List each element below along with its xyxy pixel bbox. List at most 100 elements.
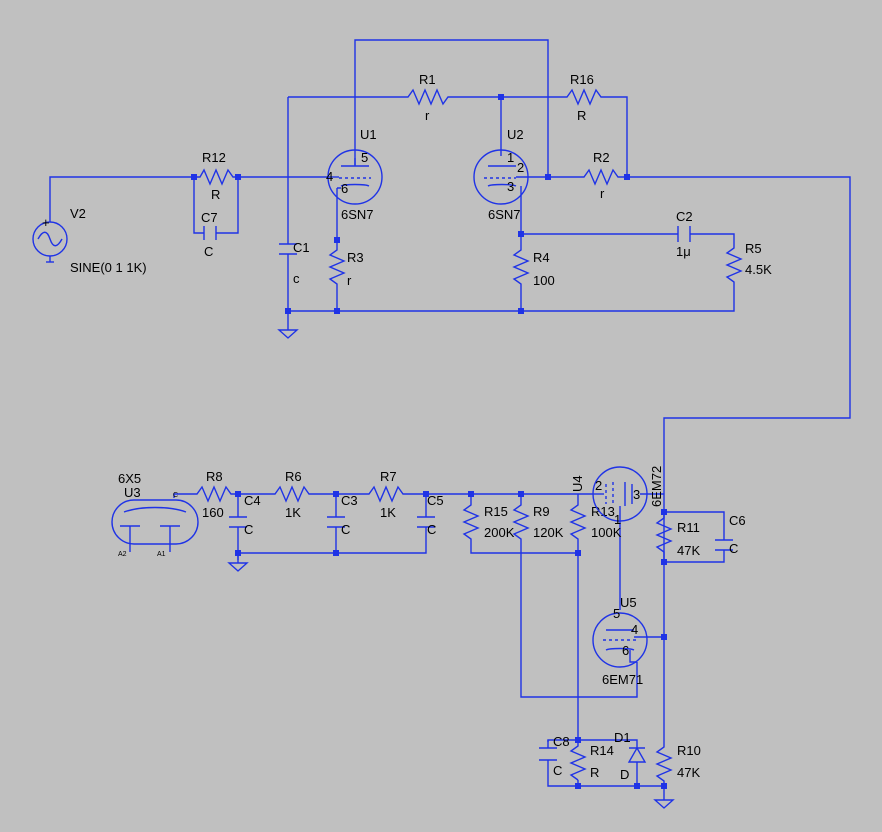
r11-resistor[interactable]: R11 47K: [655, 512, 700, 562]
r15-resistor[interactable]: R15 200K: [462, 500, 515, 545]
r10-value: 47K: [677, 765, 700, 780]
v2-value: SINE(0 1 1K): [70, 260, 147, 275]
u5-pin-5: 5: [613, 606, 620, 621]
c5-value: C: [427, 522, 436, 537]
r6-ref: R6: [285, 469, 302, 484]
u3-pin-a1: A1: [157, 551, 166, 558]
u4-pin-2: 2: [595, 478, 602, 493]
u4-pin-1: 1: [614, 512, 621, 527]
wire-bottom-gnd[interactable]: [577, 766, 665, 800]
r5-value: 4.5K: [745, 262, 772, 277]
u2-pin-2: 1: [507, 150, 514, 165]
r1-ref: R1: [419, 72, 436, 87]
r5-ref: R5: [745, 241, 762, 256]
wire-cap-rail[interactable]: [237, 494, 427, 560]
r10-ref: R10: [677, 743, 701, 758]
c6-value: C: [729, 541, 738, 556]
r8-resistor[interactable]: R8 160: [194, 469, 236, 520]
r1-resistor[interactable]: R1 r: [400, 72, 456, 123]
u5-value: 6EM71: [602, 672, 643, 687]
u3-tube[interactable]: 6X5 U3 C A2 A1: [111, 471, 199, 558]
r5-resistor[interactable]: R5 4.5K: [725, 241, 772, 287]
c6-capacitor[interactable]: C6 C: [715, 513, 746, 556]
wire-u3-out[interactable]: [173, 493, 194, 498]
r3-resistor[interactable]: R3 r: [328, 240, 364, 290]
u5-tube[interactable]: U5 5 4 6 6EM71: [592, 595, 648, 687]
r8-value: 160: [202, 505, 224, 520]
c4-capacitor[interactable]: C4 C: [229, 493, 261, 537]
u3-pin-c: C: [173, 492, 178, 499]
wire-r11-c6[interactable]: [664, 511, 725, 563]
c4-value: C: [244, 522, 253, 537]
u4-tube[interactable]: U4 6EM72 2 1 3: [570, 466, 664, 527]
r4-value: 100: [533, 273, 555, 288]
u3-value: 6X5: [118, 471, 141, 486]
c7-capacitor[interactable]: C7 C: [201, 210, 218, 259]
c3-ref: C3: [341, 493, 358, 508]
u2-pin-3: 3: [507, 179, 514, 194]
r16-resistor[interactable]: R16 R: [564, 72, 606, 123]
r6-resistor[interactable]: R6 1K: [272, 469, 314, 520]
wire-ladder-top[interactable]: [470, 494, 579, 500]
c3-capacitor[interactable]: C3 C: [327, 493, 358, 537]
c1-value: c: [293, 271, 300, 286]
wire-r9-down[interactable]: [520, 545, 638, 698]
c6-ref: C6: [729, 513, 746, 528]
wire-input[interactable]: [49, 176, 194, 222]
c1-capacitor[interactable]: C1 c: [279, 240, 310, 286]
r16-value: R: [577, 108, 586, 123]
r9-value: 120K: [533, 525, 564, 540]
r11-ref: R11: [677, 520, 700, 535]
wire-upper-gnd2[interactable]: [287, 290, 522, 330]
r12-ref: R12: [202, 150, 226, 165]
u2-tube[interactable]: U2 1 2 3 6SN7: [473, 127, 529, 222]
u1-value: 6SN7: [341, 207, 374, 222]
u3-pin-a2: A2: [118, 551, 127, 558]
c8-capacitor[interactable]: C8 C: [539, 734, 570, 778]
u1-ref: U1: [360, 127, 377, 142]
wire-top-loop[interactable]: [354, 39, 549, 177]
c7-ref: C7: [201, 210, 218, 225]
r2-ref: R2: [593, 150, 610, 165]
r16-ref: R16: [570, 72, 594, 87]
r13-value: 100K: [591, 525, 622, 540]
ground-symbol-bottom: [653, 799, 675, 809]
v2-source[interactable]: + V2 SINE(0 1 1K): [32, 206, 147, 275]
r14-resistor[interactable]: R14 R: [569, 740, 614, 781]
r4-resistor[interactable]: R4 100: [512, 245, 555, 290]
u5-pin-4: 4: [631, 622, 638, 637]
r7-resistor[interactable]: R7 1K: [366, 469, 408, 520]
wire-u2-grid[interactable]: [528, 176, 851, 562]
u1-pin-5: 5: [361, 150, 368, 165]
u5-pin-6: 6: [622, 643, 629, 658]
c2-ref: C2: [676, 209, 693, 224]
d1-value: D: [620, 767, 629, 782]
u1-pin-6: 6: [341, 181, 348, 196]
wire-upper-gnd[interactable]: [287, 272, 735, 312]
r12-resistor[interactable]: R12 R: [194, 150, 238, 202]
c3-value: C: [341, 522, 350, 537]
wire-ladder-bot[interactable]: [470, 545, 579, 554]
svg-text:+: +: [42, 215, 50, 230]
r3-value: r: [347, 273, 352, 288]
r10-resistor[interactable]: R10 47K: [655, 742, 701, 784]
wire-r16-right[interactable]: [606, 96, 628, 177]
ground-symbol-lower: [227, 562, 249, 572]
r15-ref: R15: [484, 504, 508, 519]
c2-capacitor[interactable]: C2 1μ: [676, 209, 693, 259]
d1-diode[interactable]: D1 D: [614, 730, 647, 782]
u2-value: 6SN7: [488, 207, 521, 222]
u2-pin-1: 2: [517, 160, 524, 175]
junction-dots: [191, 94, 667, 789]
r7-ref: R7: [380, 469, 397, 484]
u1-tube[interactable]: U1 5 4 6 6SN7: [326, 127, 383, 222]
r9-resistor[interactable]: R9 120K: [512, 500, 564, 545]
wire-c8[interactable]: [547, 740, 578, 787]
wire-c7-loop[interactable]: [193, 177, 239, 234]
wire-c2-line[interactable]: [521, 233, 735, 244]
c5-capacitor[interactable]: C5 C: [417, 493, 444, 537]
r2-resistor[interactable]: R2 r: [572, 150, 627, 201]
u4-value: 6EM72: [649, 466, 664, 507]
